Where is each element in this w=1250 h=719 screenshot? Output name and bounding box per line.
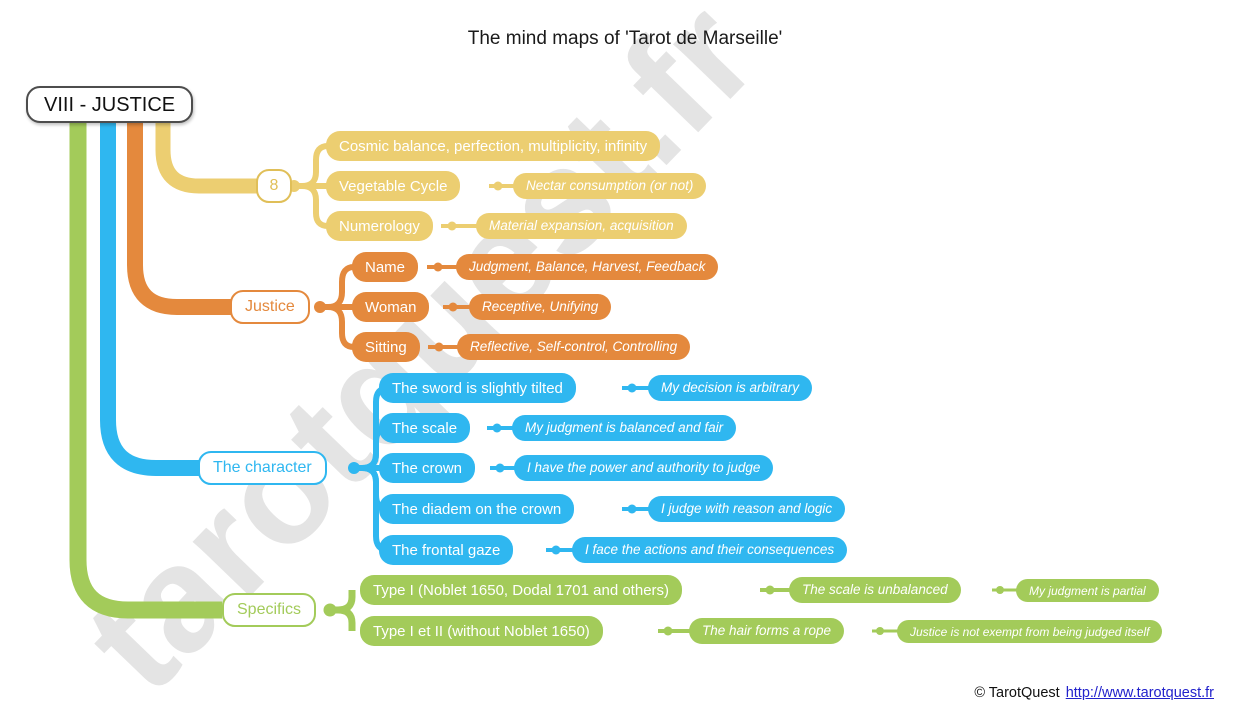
hub-blue-label: The character bbox=[213, 459, 312, 476]
hub-orange-label: Justice bbox=[245, 298, 295, 315]
node-yellow-vegetable[interactable]: Vegetable Cycle bbox=[326, 171, 461, 201]
hub-yellow-8[interactable]: 8 bbox=[256, 169, 292, 203]
leaf-blue-consequences[interactable]: I face the actions and their consequence… bbox=[572, 537, 848, 563]
leaf-yellow-material[interactable]: Material expansion, acquisition bbox=[476, 213, 687, 239]
node-yellow-cosmic[interactable]: Cosmic balance, perfection, multiplicity… bbox=[326, 131, 661, 161]
hub-green-label: Specifics bbox=[237, 601, 302, 618]
hub-yellow-label: 8 bbox=[269, 177, 279, 194]
fan-orange-1 bbox=[318, 264, 355, 310]
node-green-type1[interactable]: Type I (Noblet 1650, Dodal 1701 and othe… bbox=[360, 575, 683, 605]
node-blue-diadem[interactable]: The diadem on the crown bbox=[379, 494, 575, 524]
trunk-yellow bbox=[155, 120, 258, 194]
leaf-green-rope-label: The hair forms a rope bbox=[702, 623, 832, 639]
fan-orange-dot bbox=[314, 301, 326, 313]
node-blue-sword[interactable]: The sword is slightly tilted bbox=[379, 373, 576, 403]
hub-orange-justice[interactable]: Justice bbox=[230, 290, 310, 324]
footer-url-link[interactable]: http://www.tarotquest.fr bbox=[1065, 685, 1214, 701]
leaf-blue-reason-label: I judge with reason and logic bbox=[661, 501, 833, 517]
root-node-label: VIII - JUSTICE bbox=[44, 93, 176, 116]
leaf-orange-judgment-label: Judgment, Balance, Harvest, Feedback bbox=[469, 259, 706, 275]
hub-green-specifics[interactable]: Specifics bbox=[222, 593, 317, 627]
leaf-green-unbalanced[interactable]: The scale is unbalanced bbox=[789, 577, 961, 603]
node-orange-sitting-label: Sitting bbox=[365, 338, 407, 356]
node-yellow-cosmic-label: Cosmic balance, perfection, multiplicity… bbox=[339, 137, 648, 155]
leaf-green-partial[interactable]: My judgment is partial bbox=[1016, 579, 1159, 602]
node-green-type1-label: Type I (Noblet 1650, Dodal 1701 and othe… bbox=[373, 581, 670, 599]
root-node-justice[interactable]: VIII - JUSTICE bbox=[26, 86, 194, 123]
page-title: The mind maps of 'Tarot de Marseille' bbox=[467, 28, 783, 49]
node-orange-woman-label: Woman bbox=[365, 298, 417, 316]
node-blue-crown[interactable]: The crown bbox=[379, 453, 476, 483]
leaf-blue-power-label: I have the power and authority to judge bbox=[527, 460, 761, 476]
fan-blue-dot bbox=[348, 462, 360, 474]
leaf-green-partial-label: My judgment is partial bbox=[1029, 583, 1146, 598]
node-blue-scale-label: The scale bbox=[392, 419, 458, 437]
leaf-blue-power[interactable]: I have the power and authority to judge bbox=[514, 455, 774, 481]
fan-green-2 bbox=[328, 606, 356, 631]
leaf-yellow-nectar[interactable]: Nectar consumption (or not) bbox=[513, 173, 707, 199]
leaf-green-unbalanced-label: The scale is unbalanced bbox=[802, 582, 948, 598]
leaf-orange-receptive[interactable]: Receptive, Unifying bbox=[469, 294, 612, 320]
fan-yellow-3 bbox=[292, 183, 329, 229]
trunk-orange bbox=[127, 120, 232, 315]
leaf-blue-balanced-label: My judgment is balanced and fair bbox=[525, 420, 724, 436]
trunk-blue bbox=[100, 120, 200, 476]
leaf-blue-arbitrary-label: My decision is arbitrary bbox=[661, 380, 800, 396]
node-blue-diadem-label: The diadem on the crown bbox=[392, 500, 562, 518]
footer-copyright: © TarotQuest bbox=[974, 685, 1060, 701]
fan-yellow-1 bbox=[292, 143, 329, 189]
leaf-blue-arbitrary[interactable]: My decision is arbitrary bbox=[648, 375, 813, 401]
leaf-orange-reflective[interactable]: Reflective, Self-control, Controlling bbox=[457, 334, 691, 360]
leaf-blue-consequences-label: I face the actions and their consequence… bbox=[585, 542, 835, 558]
leaf-blue-reason[interactable]: I judge with reason and logic bbox=[648, 496, 846, 522]
node-yellow-vegetable-label: Vegetable Cycle bbox=[339, 177, 448, 195]
node-blue-scale[interactable]: The scale bbox=[379, 413, 471, 443]
fan-green-1 bbox=[328, 590, 356, 614]
leaf-green-judged-label: Justice is not exempt from being judged … bbox=[910, 624, 1150, 639]
node-green-type1et2[interactable]: Type I et II (without Noblet 1650) bbox=[360, 616, 603, 646]
node-orange-woman[interactable]: Woman bbox=[352, 292, 430, 322]
node-green-type1et2-label: Type I et II (without Noblet 1650) bbox=[373, 622, 590, 640]
footer: © TarotQuest http://www.tarotquest.fr bbox=[974, 685, 1214, 701]
leaf-blue-balanced[interactable]: My judgment is balanced and fair bbox=[512, 415, 737, 441]
leaf-orange-judgment[interactable]: Judgment, Balance, Harvest, Feedback bbox=[456, 254, 719, 280]
leaf-green-judged[interactable]: Justice is not exempt from being judged … bbox=[897, 620, 1163, 643]
trunk-green bbox=[69, 120, 222, 619]
leaf-orange-receptive-label: Receptive, Unifying bbox=[482, 299, 599, 315]
leaf-yellow-nectar-label: Nectar consumption (or not) bbox=[526, 178, 694, 194]
node-blue-sword-label: The sword is slightly tilted bbox=[392, 379, 563, 397]
node-orange-name-label: Name bbox=[365, 258, 406, 276]
node-blue-gaze-label: The frontal gaze bbox=[392, 541, 501, 559]
node-yellow-numerology[interactable]: Numerology bbox=[326, 211, 433, 241]
leaf-green-rope[interactable]: The hair forms a rope bbox=[689, 618, 845, 644]
leaf-yellow-material-label: Material expansion, acquisition bbox=[489, 218, 674, 234]
fan-orange-3 bbox=[318, 304, 355, 350]
node-yellow-numerology-label: Numerology bbox=[339, 217, 420, 235]
node-blue-gaze[interactable]: The frontal gaze bbox=[379, 535, 514, 565]
hub-blue-character[interactable]: The character bbox=[198, 451, 327, 485]
leaf-orange-reflective-label: Reflective, Self-control, Controlling bbox=[470, 339, 678, 355]
node-orange-sitting[interactable]: Sitting bbox=[352, 332, 420, 362]
node-blue-crown-label: The crown bbox=[392, 459, 463, 477]
fan-green-dot bbox=[323, 603, 337, 617]
node-orange-name[interactable]: Name bbox=[352, 252, 419, 282]
